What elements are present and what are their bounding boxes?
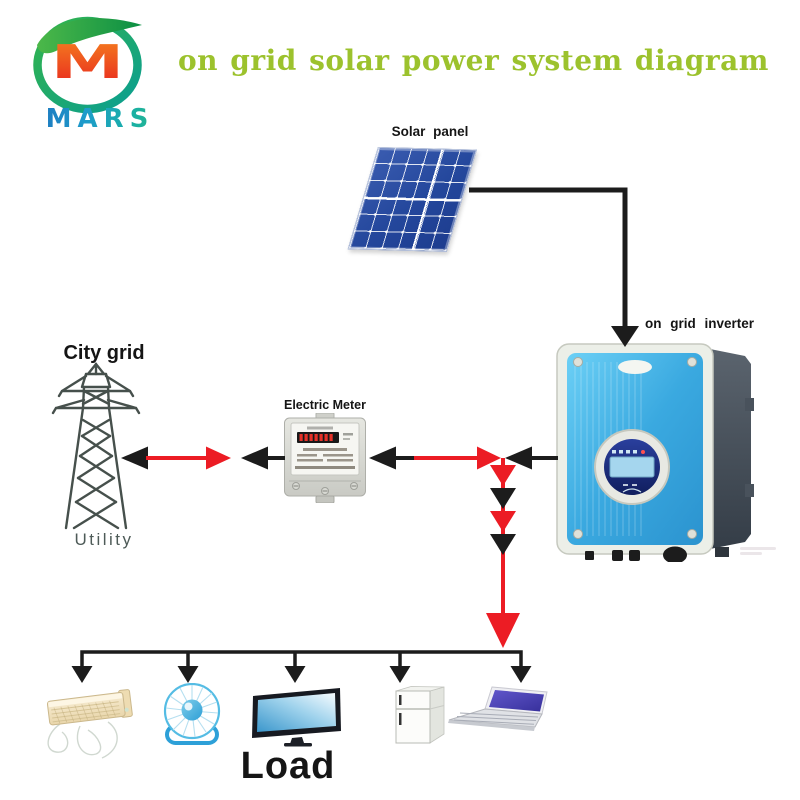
electric-meter-label: Electric Meter	[284, 398, 366, 412]
mars-logo: M	[33, 16, 142, 114]
brand-wordmark: MARS	[26, 104, 174, 134]
tv-icon	[252, 688, 341, 747]
wire-load-bus	[71, 650, 532, 683]
utility-label: Utility	[74, 530, 134, 549]
page-title: on grid solar power system diagram	[178, 44, 769, 77]
transmission-tower-icon	[51, 362, 141, 530]
load-label: Load	[240, 745, 336, 787]
air-conditioner-icon	[46, 689, 133, 759]
watermark	[740, 547, 776, 556]
meter-display	[297, 432, 339, 443]
inverter-label: on grid inverter	[645, 316, 755, 331]
wire-solar-to-inverter	[469, 187, 639, 347]
laptop-icon	[448, 686, 548, 731]
logo-monogram: M	[51, 35, 125, 89]
city-grid-label: City grid	[63, 342, 145, 364]
solar-panel-icon	[347, 147, 477, 252]
electric-meter-icon	[284, 413, 366, 503]
leaf-icon	[37, 18, 142, 54]
fan-icon	[163, 683, 221, 745]
on-grid-inverter-icon	[556, 343, 754, 562]
refrigerator-icon	[395, 686, 445, 744]
solar-panel-label: Solar panel	[391, 124, 469, 139]
wire-junction-to-load	[486, 458, 520, 648]
